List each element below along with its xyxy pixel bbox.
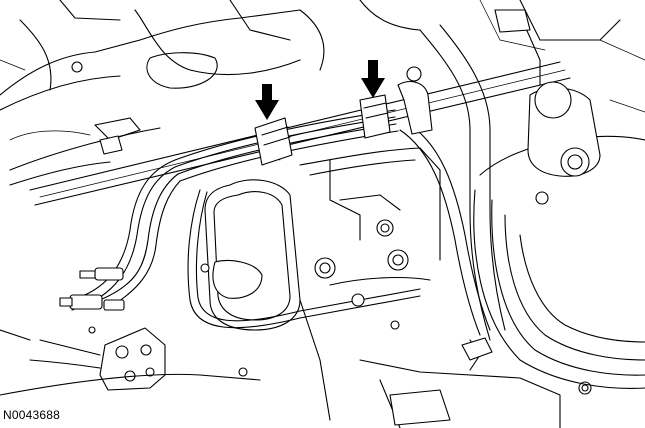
abs-module: [29, 327, 166, 391]
brake-lines: [69, 109, 491, 336]
brake-line-clip-right: [359, 94, 391, 139]
figure-code: N0043688: [3, 408, 60, 422]
cowl-rail: [9, 61, 571, 206]
dash-panel: [204, 147, 441, 421]
arrow-down-icon: [255, 84, 279, 120]
line-fittings: [59, 267, 125, 334]
lower-structure: [0, 39, 645, 428]
vacuum-hose: [397, 24, 506, 341]
cowl-panel: [0, 0, 546, 141]
brake-line-clip-left: [254, 117, 293, 166]
arrow-down-icon: [361, 60, 385, 98]
grommets: [71, 61, 592, 395]
brake-booster: [473, 0, 645, 389]
